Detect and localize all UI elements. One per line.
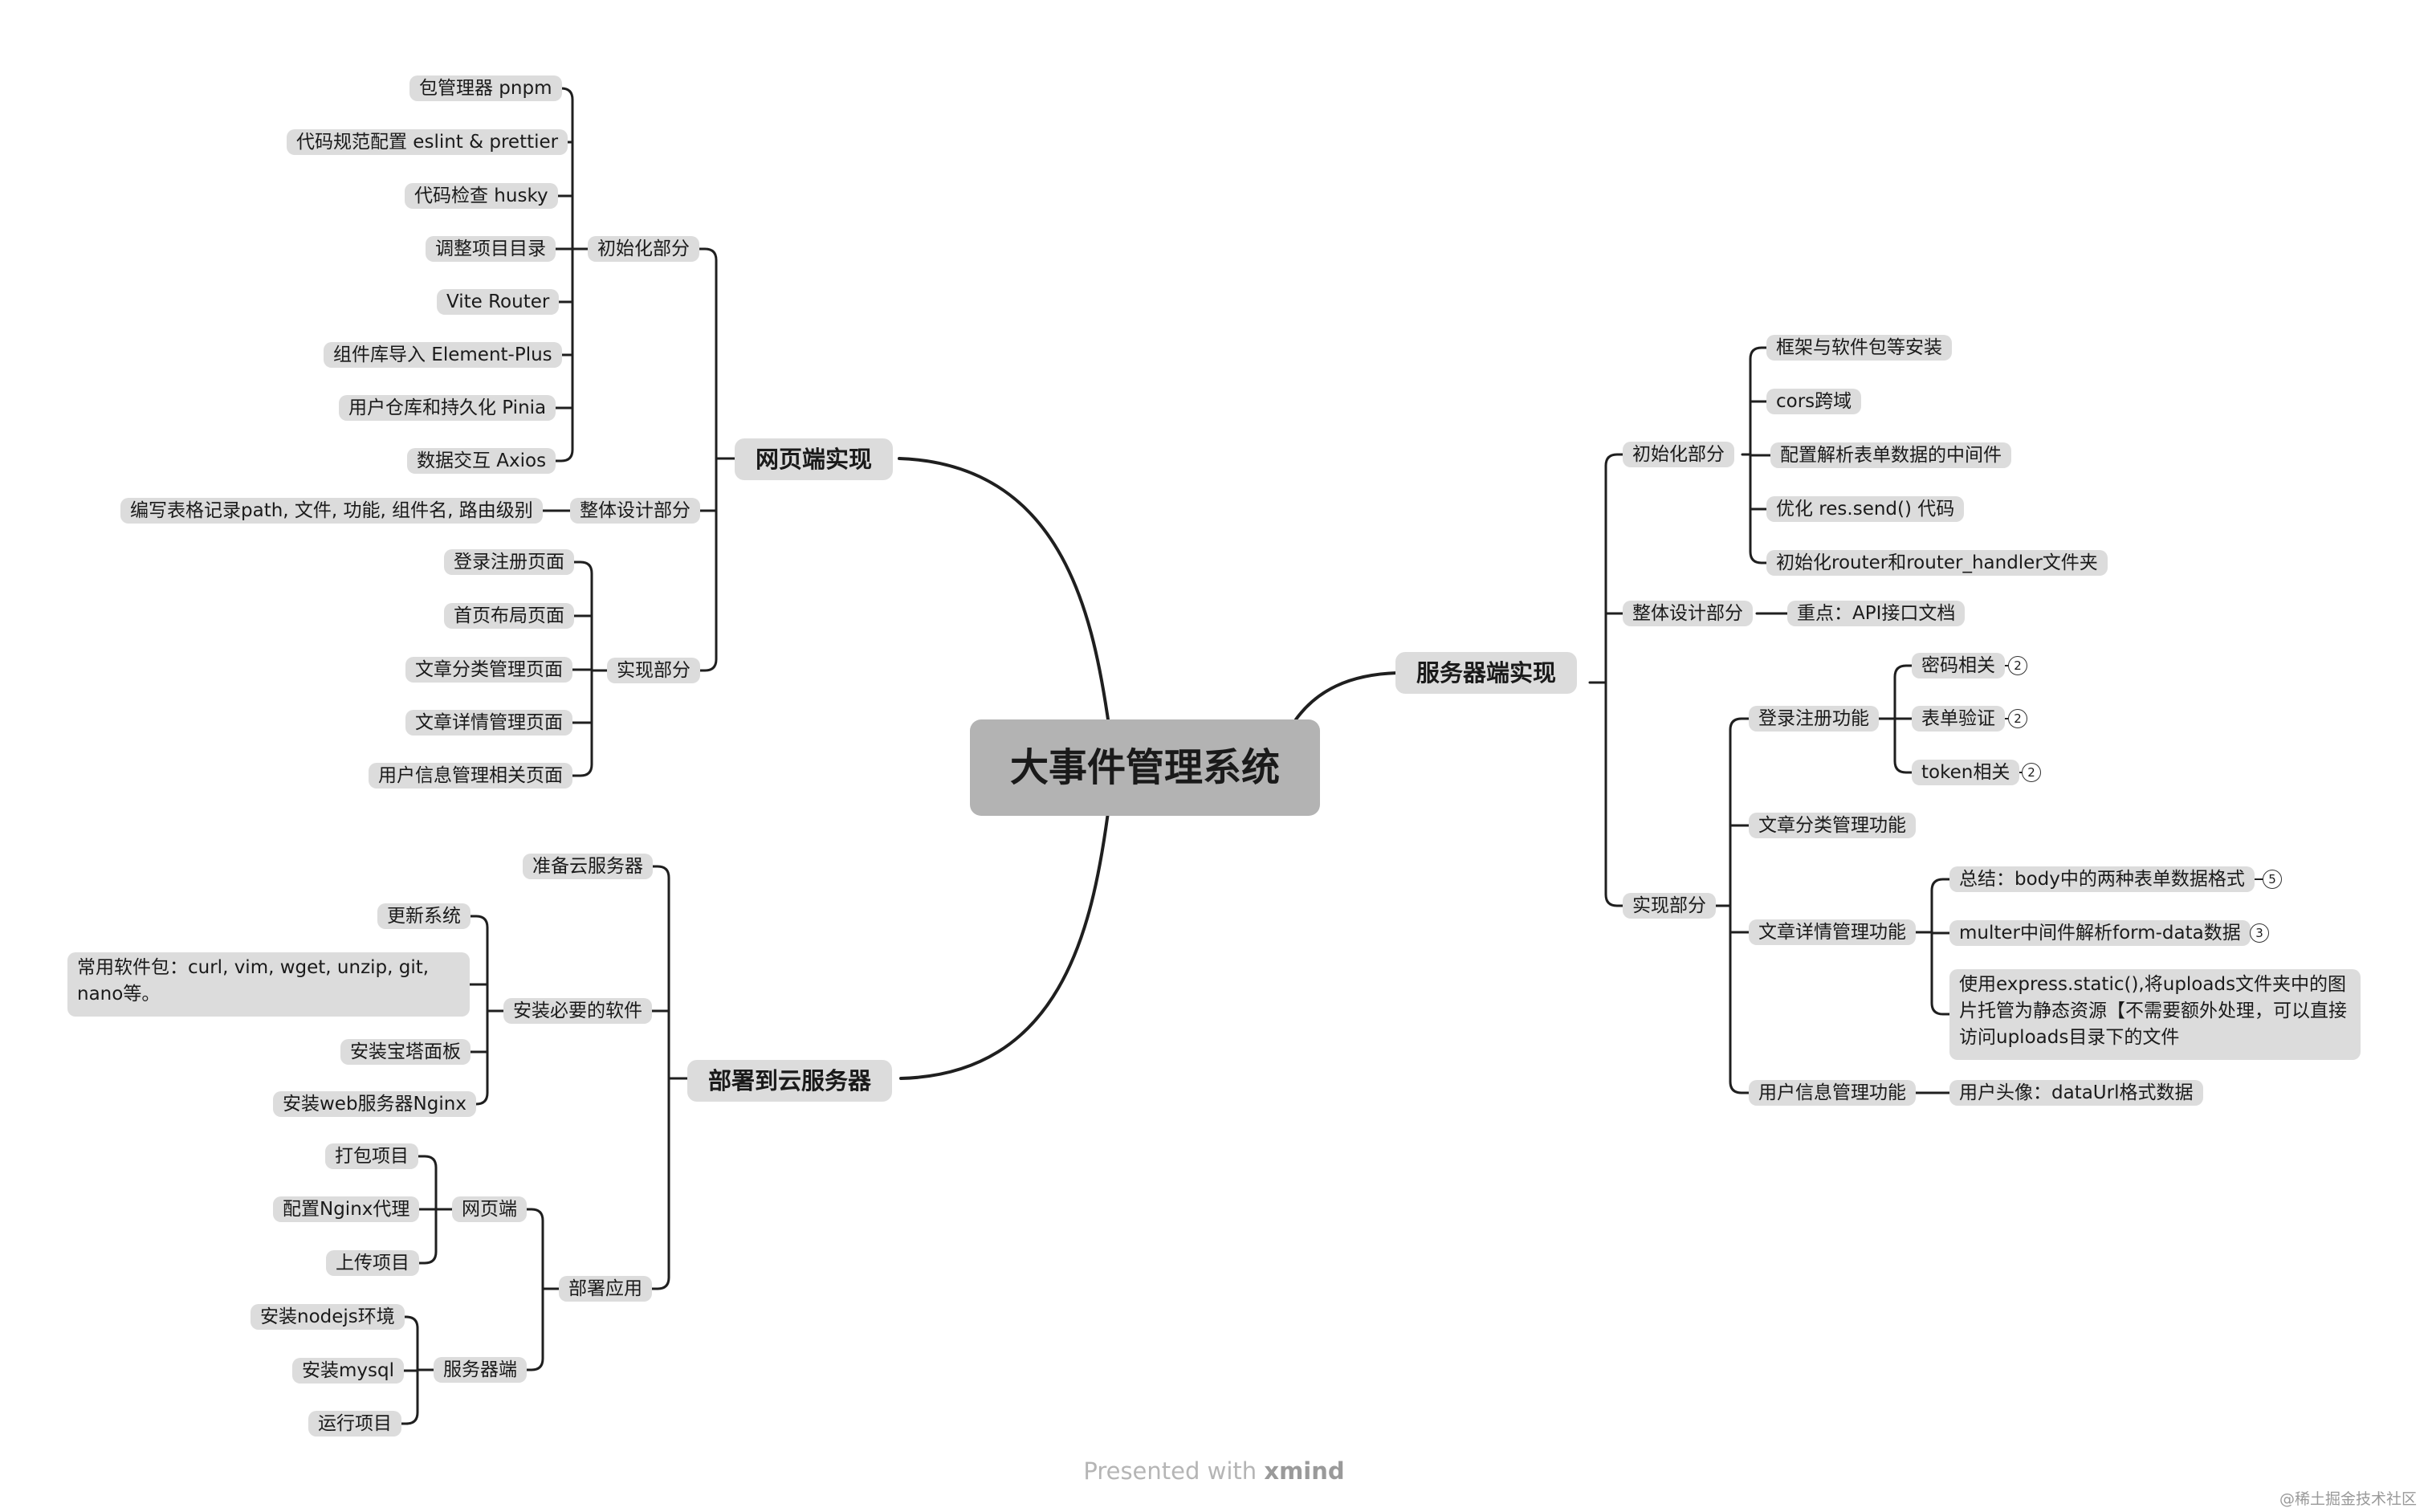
connector-line [1930,931,1951,1016]
server-user-item[interactable]: 用户头像：dataUrl格式数据 [1949,1080,2203,1106]
presented-with-footer: Presented with xmind [0,1457,2428,1485]
root-topic[interactable]: 大事件管理系统 [970,719,1321,816]
connector-line [468,1009,489,1106]
web-impl-item[interactable]: 用户信息管理相关页面 [369,763,572,789]
web-init-item[interactable]: 数据交互 Axios [407,448,556,474]
server-user[interactable]: 用户信息管理功能 [1749,1080,1916,1106]
branch-web[interactable]: 网页端实现 [735,438,894,480]
connector-line [551,87,574,251]
connector-line [1294,671,1399,721]
server-detail[interactable]: 文章详情管理功能 [1749,919,1916,945]
connector-line [515,1208,544,1290]
connector-line [1604,681,1624,907]
server-login[interactable]: 登录注册功能 [1749,706,1879,732]
count-badge[interactable]: 2 [2008,656,2027,675]
deploy-software[interactable]: 安装必要的软件 [503,998,652,1024]
server-login-item[interactable]: token相关 [1912,760,2020,785]
web-init-item[interactable]: 组件库导入 Element-Plus [324,342,562,368]
count-badge[interactable]: 5 [2263,870,2282,889]
connector-line [899,811,1110,1080]
deploy-prepare[interactable]: 准备云服务器 [523,854,653,879]
deploy-software-item[interactable]: 安装宝塔面板 [340,1039,471,1065]
connector-line [1729,717,1750,907]
deploy-app-web[interactable]: 网页端 [452,1196,527,1222]
web-impl-item[interactable]: 首页布局页面 [444,603,574,629]
deploy-server-item[interactable]: 运行项目 [308,1411,401,1437]
connector-line [695,457,718,672]
connector-line [1893,717,1913,774]
connector-line [468,915,489,1013]
deploy-app[interactable]: 部署应用 [559,1276,652,1302]
footer-prefix: Presented with [1083,1457,1257,1485]
web-init-item[interactable]: 包管理器 pnpm [409,75,562,101]
web-impl-item[interactable]: 文章详情管理页面 [405,710,572,736]
server-login-item[interactable]: 表单验证 [1912,706,2005,732]
watermark: @稀土掘金技术社区 [2279,1490,2417,1508]
server-init-item[interactable]: 优化 res.send() 代码 [1766,496,1965,522]
server-detail-item[interactable]: multer中间件解析form-data数据 [1949,920,2251,946]
web-init-item[interactable]: 用户仓库和持久化 Pinia [339,395,556,421]
connector-line [1893,664,1913,720]
deploy-web-item[interactable]: 配置Nginx代理 [273,1196,420,1222]
connector-line [397,1315,419,1371]
connector-line [1604,453,1624,684]
connector-line [649,1077,670,1290]
web-init-item[interactable]: Vite Router [437,289,560,315]
connector-line [397,1368,419,1425]
connector-line [570,669,593,777]
deploy-software-item[interactable]: 常用软件包：curl, vim, wget, unzip, git, nano等… [67,952,470,1017]
server-category[interactable]: 文章分类管理功能 [1749,813,1916,838]
web-impl[interactable]: 实现部分 [607,658,700,683]
deploy-web-item[interactable]: 上传项目 [326,1250,419,1276]
web-init-item[interactable]: 调整项目目录 [426,236,556,262]
deploy-app-server[interactable]: 服务器端 [434,1357,527,1383]
count-badge[interactable]: 2 [2008,709,2027,728]
server-design[interactable]: 整体设计部分 [1623,601,1753,626]
server-init-item[interactable]: 框架与软件包等安装 [1766,335,1952,361]
web-init[interactable]: 初始化部分 [588,236,699,262]
deploy-server-item[interactable]: 安装nodejs环境 [251,1304,405,1330]
connector-line [898,457,1110,721]
footer-brand: xmind [1264,1457,1345,1485]
web-design-item[interactable]: 编写表格记录path, 文件, 功能, 组件名, 路由级别 [120,498,543,524]
web-impl-item[interactable]: 文章分类管理页面 [405,657,572,683]
server-login-item[interactable]: 密码相关 [1912,653,2005,679]
web-init-item[interactable]: 代码检查 husky [405,183,558,209]
server-detail-item[interactable]: 总结：body中的两种表单数据格式 [1949,866,2255,892]
connector-line [695,247,718,460]
deploy-software-item[interactable]: 安装web服务器Nginx [273,1091,476,1117]
connector-line [570,560,593,672]
deploy-web-item[interactable]: 打包项目 [325,1143,418,1169]
web-design[interactable]: 整体设计部分 [570,498,700,524]
connector-line [1749,346,1768,456]
server-detail-item[interactable]: 使用express.static(),将uploads文件夹中的图片托管为静态资… [1949,969,2361,1060]
server-init-item[interactable]: 初始化router和router_handler文件夹 [1766,550,2108,576]
connector-line [417,1208,438,1265]
branch-server[interactable]: 服务器端实现 [1395,652,1578,694]
branch-deploy[interactable]: 部署到云服务器 [687,1060,893,1102]
count-badge[interactable]: 3 [2250,923,2269,943]
deploy-server-item[interactable]: 安装mysql [292,1358,404,1384]
connector-line [522,1287,544,1371]
connector-line [1729,904,1750,1094]
connector-line [551,247,574,463]
connector-line [650,865,670,1080]
server-init-item[interactable]: cors跨域 [1766,389,1862,414]
web-impl-item[interactable]: 登录注册页面 [444,549,574,575]
server-design-item[interactable]: 重点：API接口文档 [1787,601,1966,626]
deploy-software-item[interactable]: 更新系统 [377,903,471,929]
server-init-item[interactable]: 配置解析表单数据的中间件 [1770,442,2011,468]
connector-line [1930,878,1951,934]
server-init[interactable]: 初始化部分 [1623,442,1734,467]
connector-line [417,1155,438,1211]
server-impl[interactable]: 实现部分 [1623,893,1716,919]
count-badge[interactable]: 2 [2022,763,2041,782]
web-init-item[interactable]: 代码规范配置 eslint & prettier [287,129,568,155]
connector-line [1749,453,1768,564]
